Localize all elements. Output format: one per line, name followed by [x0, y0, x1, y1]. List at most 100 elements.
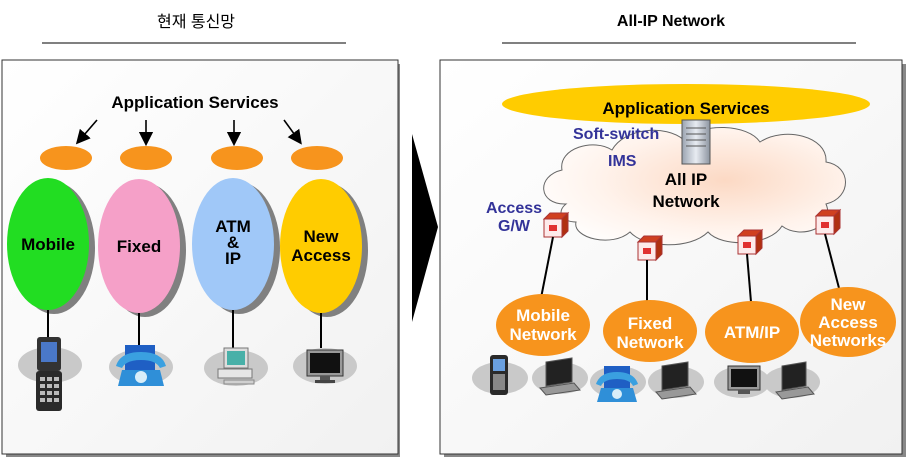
network-mobile-oval — [7, 178, 89, 310]
transition-arrow — [412, 134, 438, 322]
access-network-fixed: Fixed Network — [603, 300, 697, 362]
network-atm-ip: ATM & IP — [192, 178, 280, 314]
access-network-mobile: Mobile Network — [496, 294, 590, 356]
access-new-line2: Access — [818, 313, 878, 332]
left-app-services-label: Application Services — [111, 93, 278, 112]
access-network-new: New Access Networks — [800, 287, 896, 357]
right-panel: All-IP Network Application Services All … — [439, 13, 906, 457]
telephone-handset — [116, 352, 166, 368]
gateway-led — [643, 248, 651, 254]
network-new-access: New Access — [280, 179, 368, 317]
cloud-outline — [543, 127, 846, 246]
laptop-lid — [661, 361, 689, 391]
access-fixed-line1: Fixed — [628, 314, 672, 333]
telephone-handset — [596, 372, 638, 386]
link-gw4-new — [824, 233, 841, 293]
monitor-icon — [306, 349, 344, 383]
pc-screen — [227, 351, 245, 365]
access-gw-label-line1: Access — [486, 200, 542, 217]
phone-key — [40, 377, 45, 381]
access-mobile-line2: Network — [509, 325, 577, 344]
monitor-stand — [320, 376, 330, 380]
monitor-base — [738, 390, 750, 394]
phone-key — [40, 391, 45, 395]
service-cap-fixed — [120, 146, 172, 170]
pc-keyboard — [223, 379, 255, 385]
network-fixed: Fixed — [98, 179, 186, 317]
mobile-phone-icon — [490, 355, 508, 395]
app-services-ellipse — [502, 84, 870, 124]
pc-case — [217, 368, 253, 379]
service-cap-new-access — [291, 146, 343, 170]
access-new-line1: New — [831, 295, 867, 314]
network-atm-label-line2: & — [227, 233, 239, 252]
laptop-icon — [539, 357, 581, 396]
network-fixed-oval — [98, 179, 180, 313]
softswitch-label: Soft-switch — [573, 126, 659, 143]
access-new-oval — [800, 287, 896, 357]
gateway-icon-2 — [636, 234, 664, 262]
monitor-icon — [727, 365, 761, 394]
phone-keys — [493, 374, 505, 390]
gateway-side — [833, 208, 841, 236]
right-app-services-label: Application Services — [602, 99, 769, 118]
monitor-base — [315, 380, 335, 383]
phone-key — [54, 384, 59, 388]
phone-key — [40, 398, 45, 402]
phone-screen — [493, 359, 505, 371]
laptop-icon — [655, 361, 697, 400]
network-new-access-line2: Access — [291, 246, 351, 265]
arrow-to-mobile — [75, 119, 98, 145]
phone-key — [54, 377, 59, 381]
phone-key — [47, 377, 52, 381]
mobile-phone-screen — [41, 342, 57, 362]
server-body — [681, 119, 711, 165]
gateway-side — [655, 234, 663, 262]
access-network-atm-ip: ATM/IP — [705, 301, 799, 363]
right-heading: All-IP Network — [617, 13, 725, 30]
phone-key — [54, 398, 59, 402]
gateway-icon-1 — [542, 211, 570, 239]
ims-label: IMS — [608, 153, 637, 170]
gateway-led — [743, 242, 751, 248]
laptop-lid — [545, 357, 573, 387]
link-gw1-mobile — [540, 236, 554, 299]
phone-key — [47, 398, 52, 402]
access-atm-oval — [705, 301, 799, 363]
laptop-base — [539, 382, 581, 396]
phone-key — [40, 384, 45, 388]
telephone-icon — [596, 366, 638, 402]
link-gw3-atm — [746, 253, 752, 303]
access-gw-label-line2: G/W — [498, 218, 531, 235]
cloud-label-line1: All IP — [665, 170, 708, 189]
cloud-label-line2: Network — [652, 192, 720, 211]
left-panel: 현재 통신망 Application Services Mobile Fixed — [1, 13, 400, 457]
network-atm-oval — [192, 178, 274, 310]
arrow-to-new-access — [283, 119, 302, 145]
gateway-led — [549, 225, 557, 231]
mobile-phone-icon — [36, 337, 62, 411]
desktop-pc-icon — [217, 347, 255, 385]
mobile-phone-keys — [40, 377, 59, 402]
network-new-access-oval — [280, 179, 362, 313]
monitor-screen — [731, 369, 757, 387]
access-mobile-line1: Mobile — [516, 306, 570, 325]
laptop-icon — [775, 361, 815, 400]
network-new-access-line1: New — [304, 227, 340, 246]
all-ip-cloud — [543, 127, 846, 246]
gateway-side — [561, 211, 569, 239]
server-icon — [681, 119, 711, 165]
gateway-led — [821, 222, 829, 228]
left-heading: 현재 통신망 — [157, 13, 235, 31]
telephone-dial — [135, 371, 147, 383]
access-mobile-oval — [496, 294, 590, 356]
access-new-line3: Networks — [810, 331, 887, 350]
gateway-icon-3 — [736, 228, 764, 256]
network-fixed-label: Fixed — [117, 237, 161, 256]
access-fixed-oval — [603, 300, 697, 362]
laptop-lid — [781, 361, 807, 391]
gateway-side — [755, 228, 763, 256]
phone-key — [54, 391, 59, 395]
network-atm-label-line3: IP — [225, 249, 241, 268]
